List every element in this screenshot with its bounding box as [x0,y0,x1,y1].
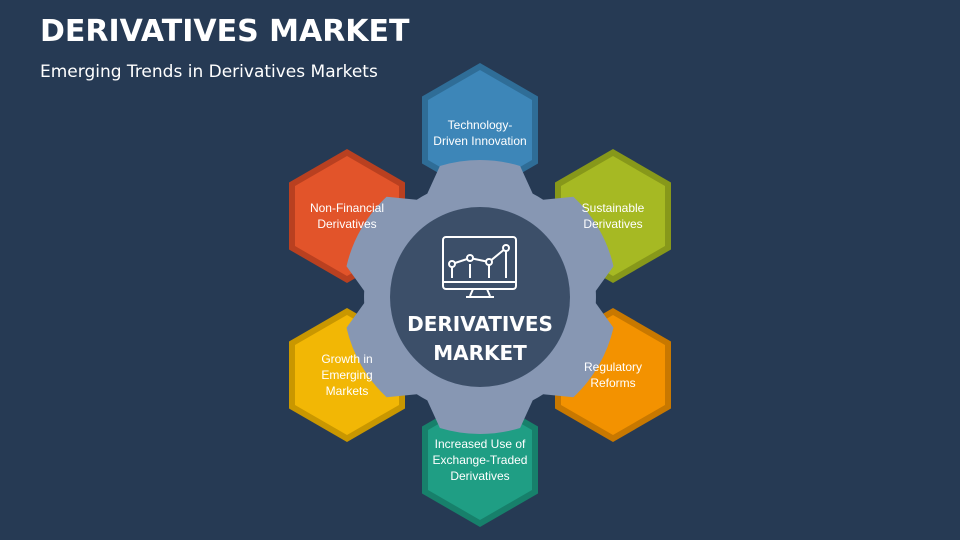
segment-label-nonfinancial: Non-Financial Derivatives [309,201,385,231]
segment-label-regulatory: Regulatory Reforms [583,360,643,390]
page-subtitle: Emerging Trends in Derivatives Markets [40,62,378,82]
segment-label-tech: Technology-Driven Innovation [433,118,527,148]
page-title: DERIVATIVES MARKET [40,14,410,49]
segment-label-sustainable: Sustainable Derivatives [581,201,645,231]
hex-fill-tech [428,70,532,190]
segment-label-exchange: Increased Use of Exchange-Traded Derivat… [432,437,528,483]
monitor-chart-icon [442,236,517,298]
segment-label-emerging: Growth in Emerging Markets [321,352,373,398]
center-label: DERIVATIVES MARKET [407,312,553,365]
